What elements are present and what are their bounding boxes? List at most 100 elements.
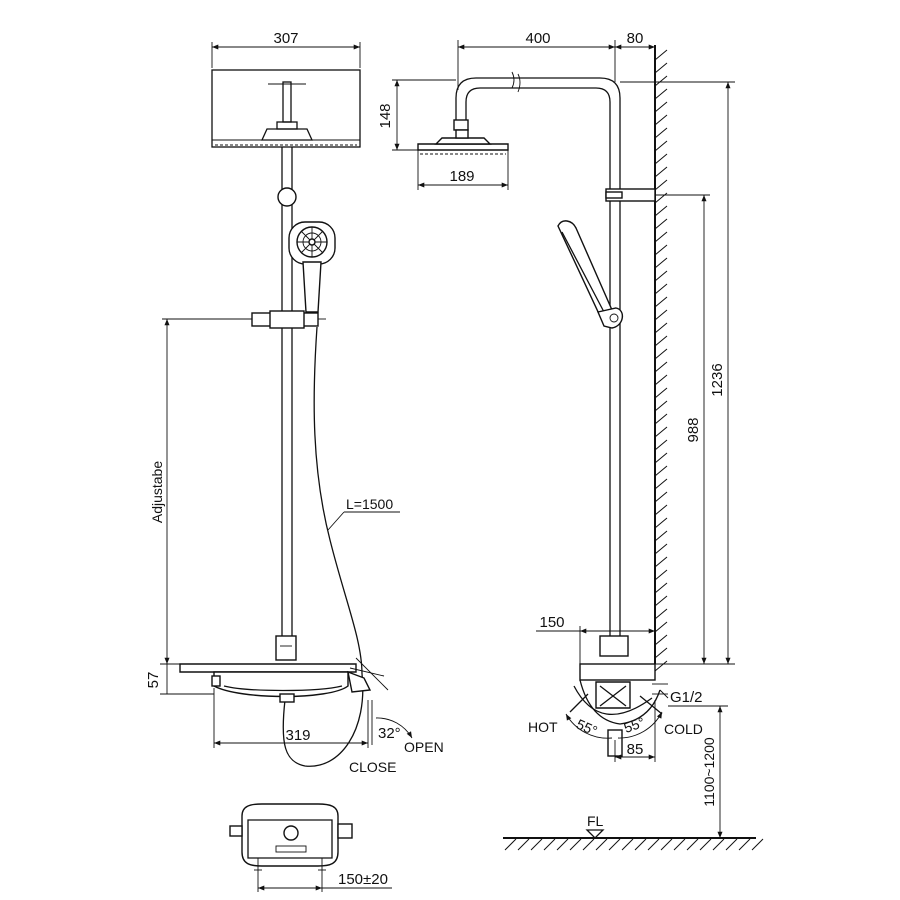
wall-hatch-line [654,88,668,100]
handle-angle-label: 32° [378,725,401,742]
floor-hatch-line [673,838,686,851]
wall-hatch-line [654,491,668,503]
handle-rotation: 32° OPEN CLOSE [349,700,444,775]
wall-hatch-line [654,296,668,308]
wall-hatch-line [654,634,668,646]
wall-hatch-line [654,569,668,581]
wall-hatch-line [654,114,668,126]
dim-inlet-offset: 85 [614,700,656,762]
dim-install-height: 1100~1200 [668,705,728,838]
mixer-valve-front [179,635,389,703]
dim-head-diameter: 189 [417,150,509,190]
floor-hatch-line [634,838,647,851]
dim-head-diameter-label: 189 [449,168,474,185]
wall-bracket-top [605,188,656,202]
dim-head-height: 148 [377,79,456,151]
dim-wall-offset-label: 80 [627,30,644,47]
dim-slide-height: 988 [655,194,710,664]
cold-angle-label: 55° [622,714,647,736]
wall-hatch-line [654,218,668,230]
inlet-spacing-label: 150±20 [338,871,388,888]
dim-adjustable: Adjustabe [149,318,252,664]
floor-hatch-line [543,838,556,851]
wall-hatch-line [654,530,668,542]
dim-mixer-height-label: 57 [145,672,162,689]
wall-hatch-line [654,283,668,295]
wall-hatch-line [654,335,668,347]
close-label: CLOSE [349,759,396,775]
floor-hatch-line [660,838,673,851]
floor-hatch-line [556,838,569,851]
wall-hatch-line [654,127,668,139]
floor-hatch-line [517,838,530,851]
rain-shower-head-front [211,69,361,148]
hot-label: HOT [528,719,558,735]
wall-hatch-line [654,322,668,334]
floor-hatch-line [699,838,712,851]
side-view: 400 80 148 18 [377,30,764,851]
open-label: OPEN [404,739,444,755]
wall-hatch-line [654,556,668,568]
wall-hatch-line [654,608,668,620]
wall-hatch-line [654,660,668,672]
cold-label: COLD [664,721,703,737]
dim-mixer-height: 57 [145,663,214,695]
floor-hatch-line [504,838,517,851]
wall-hatch-line [654,595,668,607]
wall-hatch-line [654,426,668,438]
wall-hatch-line [654,543,668,555]
wall-hatch-line [654,192,668,204]
mixer-valve-side [569,635,680,757]
wall-hatch-line [654,153,668,165]
hot-angle-label: 55° [574,716,600,739]
dim-head-width-label: 307 [273,30,298,47]
wall-hatch-line [654,504,668,516]
wall-hatch-line [654,387,668,399]
floor-hatch-line [738,838,751,851]
front-view: 307 [145,30,444,775]
wall-hatch-line [654,439,668,451]
dim-inlet-offset-label: 85 [627,741,644,758]
hose-length-label: L=1500 [346,496,393,512]
wall-hatch-line [654,413,668,425]
adjustable-label: Adjustabe [149,461,165,523]
wall-hatch-line [654,101,668,113]
wall-hatch-line [654,257,668,269]
wall-hatch-line [654,400,668,412]
floor-hatch-line [712,838,725,851]
inlet-thread-callout: G1/2 [659,689,720,707]
inlet-angles: 55° 55° HOT COLD [528,711,703,739]
dim-mixer-depth: 150 [536,614,655,664]
floor-hatch-line [595,838,608,851]
floor-hatch-line [686,838,699,851]
wall-hatch-line [654,166,668,178]
dim-arm-length: 400 80 [457,30,655,90]
wall-hatch-line [654,270,668,282]
floor-hatch-line [621,838,634,851]
hand-shower-front [288,221,336,313]
rain-shower-head-side [417,129,509,155]
shower-arm-side [453,71,621,640]
wall-hatch-line [654,244,668,256]
floor: FL [503,813,764,851]
shower-hose: L=1500 [282,326,400,767]
dim-mixer-depth-label: 150 [539,614,564,631]
wall-hatch-line [654,231,668,243]
wall-hatch-line [654,49,668,61]
floor-hatch-line [725,838,738,851]
floor-hatch-line [530,838,543,851]
wall-hatch-line [654,62,668,74]
wall-hatch-line [654,452,668,464]
dim-head-height-label: 148 [377,103,394,128]
wall-hatch-line [654,361,668,373]
slide-bracket-front [251,310,326,329]
riser-pipe-front [277,147,297,640]
dim-mixer-width-label: 319 [285,727,310,744]
wall-hatch-line [654,309,668,321]
inlet-thread-label: G1/2 [670,689,703,706]
mixer-top-view: 150±20 [229,803,392,892]
wall-hatch-line [654,478,668,490]
wall-hatch-line [654,465,668,477]
dim-head-width: 307 [211,30,361,68]
wall-hatch-line [654,140,668,152]
